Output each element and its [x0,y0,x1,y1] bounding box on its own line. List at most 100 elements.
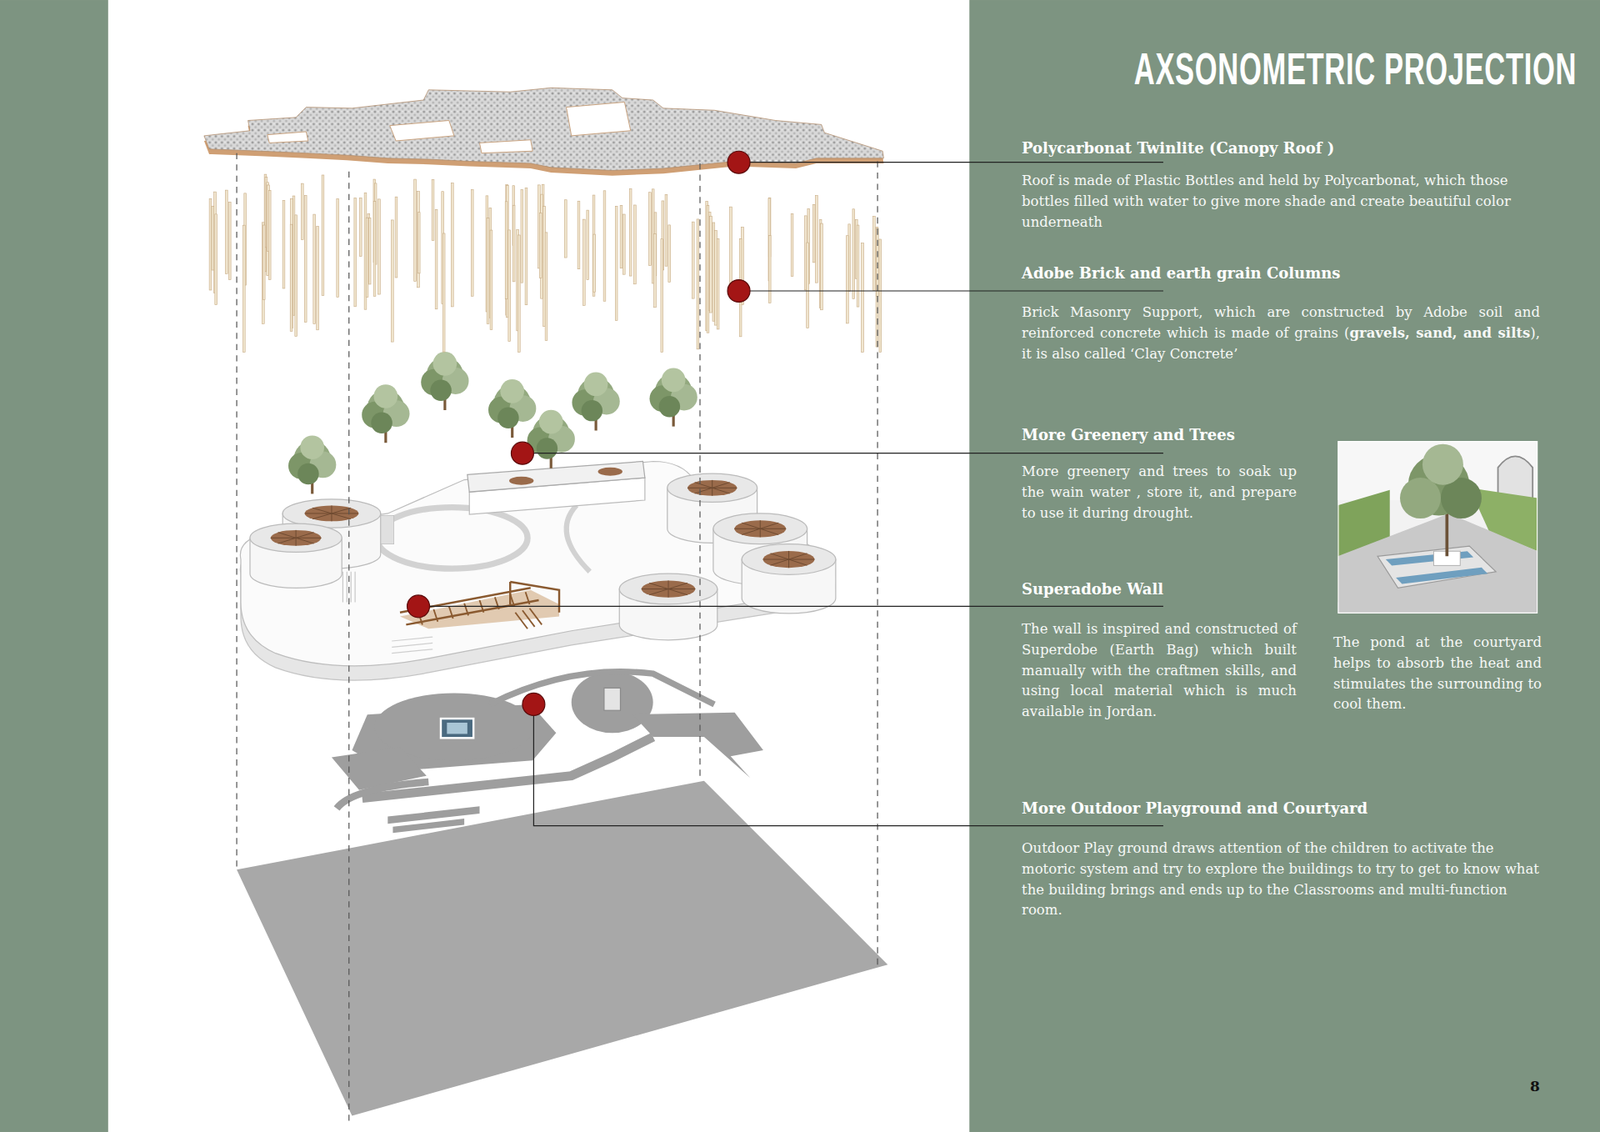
tree [536,437,558,459]
drum-classroom [713,513,808,545]
courtyard-photo [1338,441,1538,614]
drum-classroom [741,544,836,614]
adobe-column [505,201,508,300]
callout-dot [727,280,750,303]
adobe-column [378,199,381,295]
adobe-column [295,215,298,337]
adobe-column [592,195,595,296]
drum-classroom [763,550,815,568]
callout-dot [510,441,534,465]
drum-classroom [619,573,718,605]
adobe-column [365,217,369,297]
adobe-column [486,218,490,325]
adobe-column [564,200,567,258]
adobe-column [582,219,585,305]
section-text: More greenery and trees to soak up the w… [1021,461,1297,524]
adobe-column [282,200,285,289]
adobe-column [321,175,325,296]
adobe-column [490,230,493,330]
callout-dot [407,595,430,618]
adobe-column [649,192,652,266]
adobe-column [373,200,376,296]
drum-classroom [250,473,836,640]
wooden-staircase [418,591,530,625]
callout-dot [727,150,750,174]
tree [659,395,680,417]
drum-classroom [270,530,322,546]
courtyard-photo [1377,545,1496,588]
adobe-column [846,235,850,324]
adobe-column [435,209,438,309]
adobe-column [316,226,320,330]
tree [571,371,620,430]
ground-floor-plan [362,736,654,798]
adobe-column [512,205,515,282]
adobe-column [225,190,228,274]
building-slab [391,636,433,654]
adobe-column [539,212,542,278]
tree [581,400,603,421]
tree [288,351,698,494]
ground-floor-plan [632,712,764,778]
tree [433,351,458,376]
leader-line [739,161,1164,163]
adobe-column [820,223,824,310]
tree [430,379,451,400]
adobe-column [359,197,362,256]
canopy-roof [267,131,309,143]
projection-line [876,160,878,965]
adobe-column [668,225,671,283]
adobe-column [806,242,810,328]
adobe-column [525,188,528,305]
adobe-column [790,213,794,276]
section-text: Roof is made of Plastic Bottles and held… [1021,170,1540,233]
ground-floor-plan [571,671,654,733]
drum-classroom [641,580,696,597]
section-text: Outdoor Play ground draws attention of t… [1021,838,1540,921]
tree [661,368,686,393]
adobe-column [856,225,860,307]
building-slab [240,460,835,665]
adobe-column [304,195,307,323]
adobe-column [414,179,417,281]
long-block [509,476,534,485]
drum-classroom [305,505,360,522]
tree [527,410,575,469]
adobe-column [660,239,664,353]
tree [297,463,319,485]
adobe-column [634,205,637,285]
section-heading: Adobe Brick and earth grain Columns [1021,263,1555,283]
ground-floor-plan [387,805,480,824]
leader-line [522,452,1164,454]
adobe-column [861,243,865,353]
adobe-column [586,210,590,280]
adobe-column [712,222,715,321]
drum-classroom [734,520,786,537]
tree [539,410,564,435]
building-slab [376,507,528,569]
ground-floor-plan [446,722,467,734]
adobe-column [873,216,876,291]
page-number: 8 [1530,1076,1564,1095]
section-text: The wall is inspired and constructed of … [1021,619,1297,723]
adobe-column [313,214,316,324]
building-slab [380,515,395,544]
site-base-plane [236,780,888,1116]
drum-classroom [734,520,786,537]
adobe-column [768,235,771,304]
adobe-column [395,196,398,278]
tree [584,371,609,396]
tree [497,406,519,428]
section-text-bold: gravels, sand, and silts [1349,325,1530,341]
adobe-column [654,233,657,307]
adobe-column [290,224,293,331]
page-title: AXSONOMETRIC PROJECTION [1134,41,1577,96]
adobe-column [629,189,632,276]
callout-dot [407,150,750,715]
adobe-column [431,180,435,241]
adobe-column [691,221,695,299]
ground-floor-plan [604,687,621,710]
tree [488,379,536,438]
